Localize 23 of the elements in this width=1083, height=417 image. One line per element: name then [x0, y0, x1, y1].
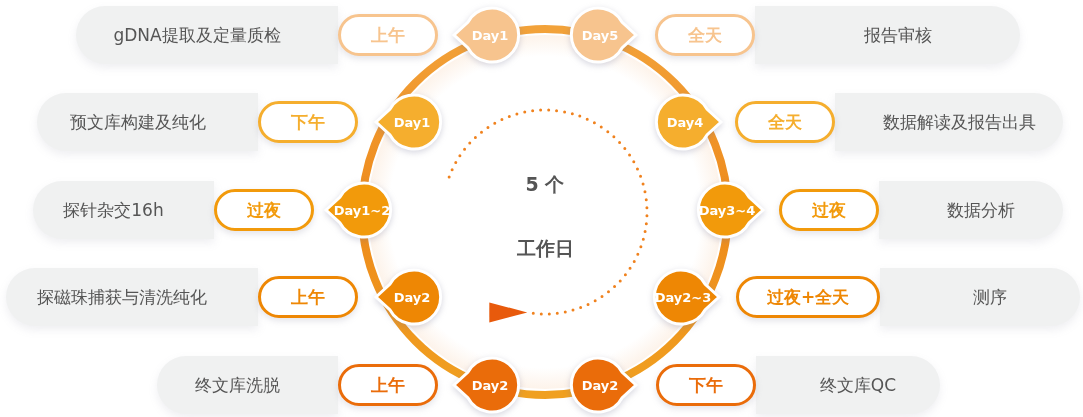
task-pill: gDNA提取及定量质检	[76, 6, 338, 64]
day-badge: Day2	[374, 268, 440, 326]
task-pill: 数据分析	[879, 181, 1063, 239]
task-pill: 终文库QC	[756, 356, 940, 414]
task-pill: 数据解读及报告出具	[835, 93, 1063, 151]
center-text: 5 个	[525, 172, 565, 197]
task-pill: 探磁珠捕获与清洗纯化	[6, 268, 258, 326]
time-tag: 上午	[338, 364, 438, 406]
time-tag: 下午	[258, 101, 358, 143]
time-tag: 全天	[655, 14, 755, 56]
time-tag: 过夜	[779, 189, 879, 231]
task-pill: 探针杂交16h	[33, 181, 214, 239]
time-tag: 上午	[258, 276, 358, 318]
task-pill: 终文库洗脱	[157, 356, 338, 414]
center-text: 工作日	[516, 236, 574, 261]
task-pill: 预文库构建及纯化	[37, 93, 258, 151]
task-pill: 报告审核	[755, 6, 1020, 64]
time-tag: 过夜	[214, 189, 314, 231]
task-pill: 测序	[880, 268, 1080, 326]
time-tag: 过夜+全天	[736, 276, 880, 318]
time-tag: 全天	[735, 101, 835, 143]
time-tag: 上午	[338, 14, 438, 56]
time-tag: 下午	[656, 364, 756, 406]
